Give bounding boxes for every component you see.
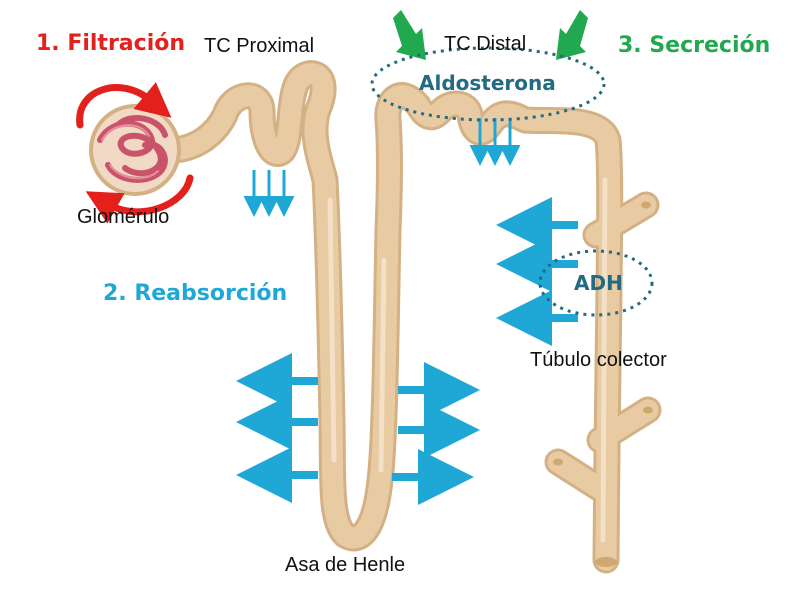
aldosterone-label: Aldosterona <box>419 71 556 95</box>
proximal-tubule-label: TC Proximal <box>204 35 315 57</box>
blue-arrow-icon <box>243 170 295 217</box>
adh-label: ADH <box>574 271 623 295</box>
glomerulus <box>89 104 181 196</box>
glomerulus-label: Glomérulo <box>77 206 170 228</box>
blue-arrow-icon <box>392 362 480 505</box>
loop-of-henle-label: Asa de Henle <box>285 554 406 576</box>
distal-tubule-label: TC Distal <box>444 33 527 55</box>
filtration-step-label: 1. Filtración <box>36 31 186 56</box>
secretion-step-label: 3. Secreción <box>618 33 771 58</box>
blue-arrow-icon <box>469 118 521 166</box>
aldosterone-zone <box>370 46 606 122</box>
blue-arrow-icon <box>236 353 318 503</box>
circular-red-arrows-icon <box>76 82 194 224</box>
reabsorption-step-label: 2. Reabsorción <box>103 281 288 306</box>
green-arrow-down-icon <box>393 10 588 60</box>
adh-zone <box>538 249 654 317</box>
blue-arrow-icon <box>496 197 578 346</box>
collecting-duct-label: Túbulo colector <box>530 349 667 371</box>
